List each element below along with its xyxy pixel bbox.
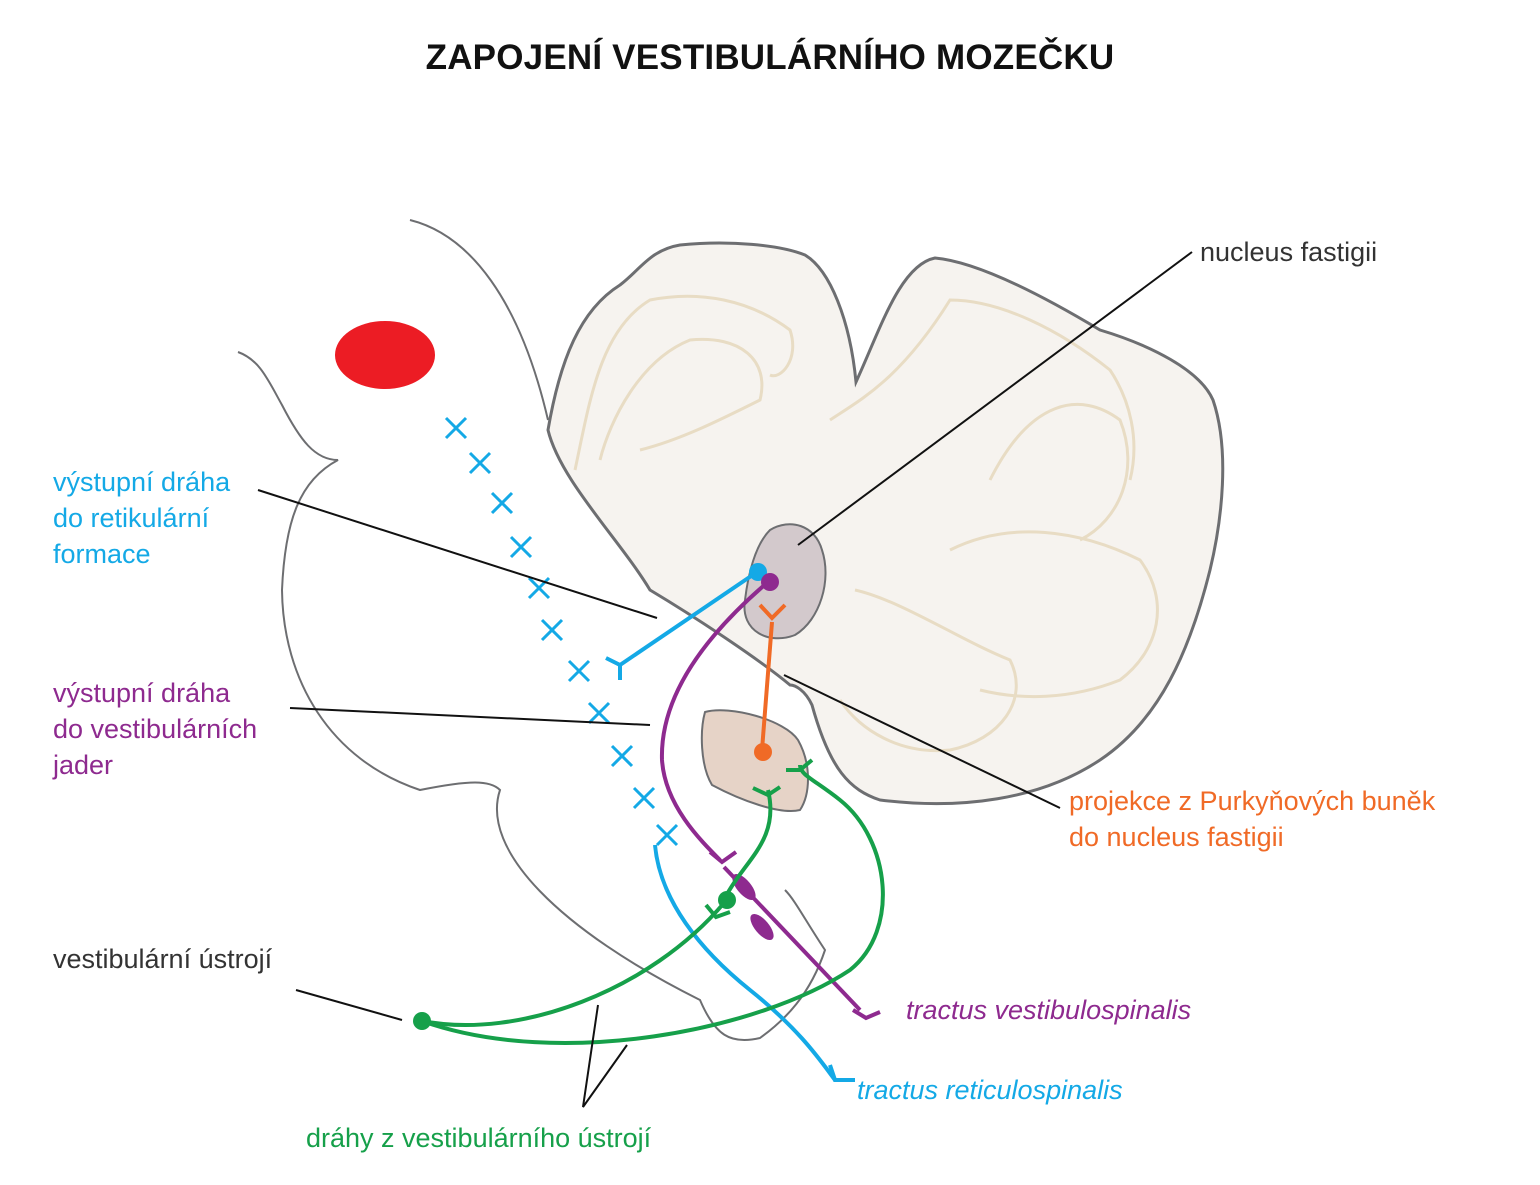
label-vestibular-output: výstupní dráha do vestibulárních jader	[53, 678, 258, 780]
label-vestibular-pathways: dráhy z vestibulárního ústrojí	[306, 1123, 652, 1153]
page-title: ZAPOJENÍ VESTIBULÁRNÍHO MOZEČKU	[425, 38, 1115, 77]
label-vestibular-organ: vestibulární ústrojí	[53, 944, 273, 974]
reticular-formation-markers	[444, 416, 679, 847]
leader-vestibular-output	[289, 707, 651, 726]
vestibular-organ-pathways	[421, 758, 885, 1045]
vestibular-organ-node	[413, 1012, 431, 1030]
leader-vestibular-organ	[295, 989, 403, 1021]
cerebellar-folia	[573, 294, 1159, 753]
leader-purkinje-projection	[783, 674, 1061, 809]
leader-reticular-output	[257, 489, 658, 619]
label-nucleus-fastigii: nucleus fastigii	[1200, 237, 1378, 267]
leader-vestibular-pathways	[582, 1004, 628, 1108]
leader-nucleus-fastigii	[797, 251, 1193, 546]
reticular-output-origin	[749, 563, 767, 581]
vestibular-relay-node	[718, 891, 736, 909]
label-tractus-vestibulospinalis: tractus vestibulospinalis	[906, 995, 1192, 1025]
brainstem-outline	[237, 219, 827, 1042]
leader-lines	[257, 251, 1193, 1108]
label-reticular-output: výstupní dráha do retikulární formace	[53, 467, 231, 569]
vestibular-output-origin	[761, 573, 779, 591]
reticular-output-pathway	[605, 568, 855, 1082]
purkinje-projection-origin	[754, 743, 772, 761]
cerebellum-outline	[546, 241, 1225, 806]
purkinje-projection-pathway	[758, 603, 787, 751]
vestibular-neuron-2	[750, 913, 774, 941]
label-tractus-reticulospinalis: tractus reticulospinalis	[857, 1075, 1123, 1105]
vestibular-nuclei-shape	[700, 709, 809, 812]
label-purkinje-projection: projekce z Purkyňových buněk do nucleus …	[1069, 786, 1436, 852]
vestibular-neuron-1	[732, 873, 756, 901]
red-nucleus	[335, 321, 435, 389]
